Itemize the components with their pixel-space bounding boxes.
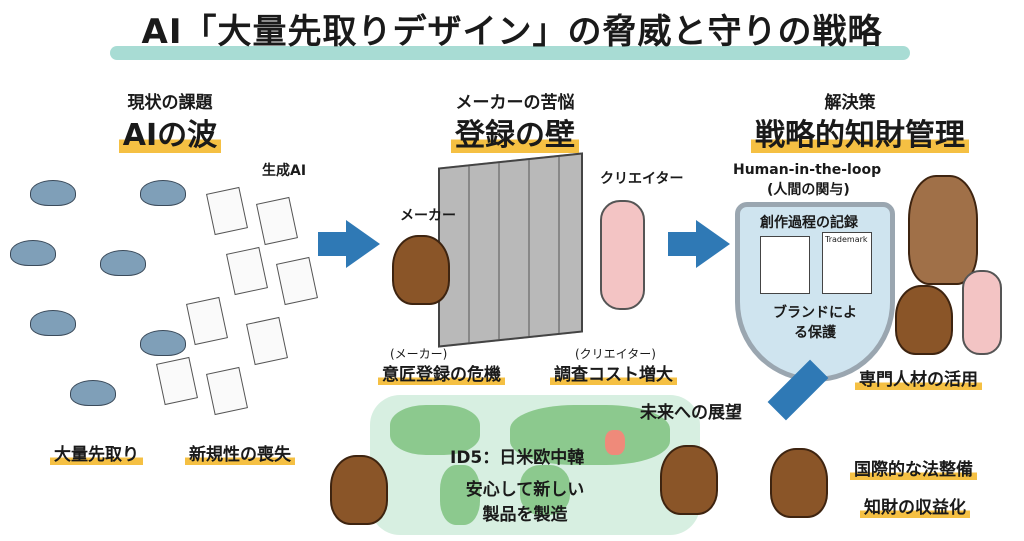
beaver-expert <box>895 285 953 355</box>
section2-heading: 登録の壁 <box>410 110 620 154</box>
registration-wall <box>438 152 583 347</box>
hitl-sub-label: (人間の関与) <box>765 179 852 199</box>
id5-label: ID5：日米欧中韓 <box>450 443 584 468</box>
future-heading: 未来への展望 <box>640 398 742 423</box>
page-title: AI「大量先取りデザイン」の脅威と守りの戦略 <box>0 4 1024 53</box>
label-ip-monetization: 知財の収益化 <box>860 493 970 518</box>
china-korea-highlight <box>605 430 625 455</box>
ai-wave-illustration <box>10 160 330 420</box>
label-loss-of-novelty: 新規性の喪失 <box>185 440 295 465</box>
owl-expert <box>908 175 978 285</box>
arrow-right-icon <box>346 220 380 268</box>
label-mass-preemption: 大量先取り <box>50 440 143 465</box>
shield-creation-record: 創作過程の記録 <box>760 212 858 232</box>
label-international-law: 国際的な法整備 <box>850 455 977 480</box>
beaver-with-lamp <box>330 455 388 525</box>
maker-tag: メーカー <box>400 205 456 225</box>
arrow-right-icon <box>318 232 348 256</box>
future-message: 安心して新しい製品を製造 <box>460 475 590 525</box>
beaver-left-future <box>660 445 718 515</box>
shield-brand-protection: ブランドによる保護 <box>770 302 860 342</box>
section3-heading: 戦略的知財管理 <box>730 110 990 154</box>
trademark-document: Trademark <box>822 232 872 294</box>
arrow-right-icon <box>696 220 730 268</box>
record-document <box>760 236 810 294</box>
beaver-right-future <box>770 448 828 518</box>
label-research-cost-increase: 調査コスト増大 <box>550 360 677 385</box>
creator-tag: クリエイター <box>600 168 683 188</box>
arrow-right-icon <box>668 232 698 256</box>
label-design-registration-crisis: 意匠登録の危機 <box>378 360 505 385</box>
label-specialist-utilization: 専門人材の活用 <box>855 365 982 390</box>
rabbit-expert <box>962 270 1002 355</box>
section1-heading: AIの波 <box>80 110 260 154</box>
rabbit-creator <box>600 200 645 310</box>
hitl-label: Human-in-the-loop <box>733 162 881 178</box>
beaver-maker <box>392 235 450 305</box>
